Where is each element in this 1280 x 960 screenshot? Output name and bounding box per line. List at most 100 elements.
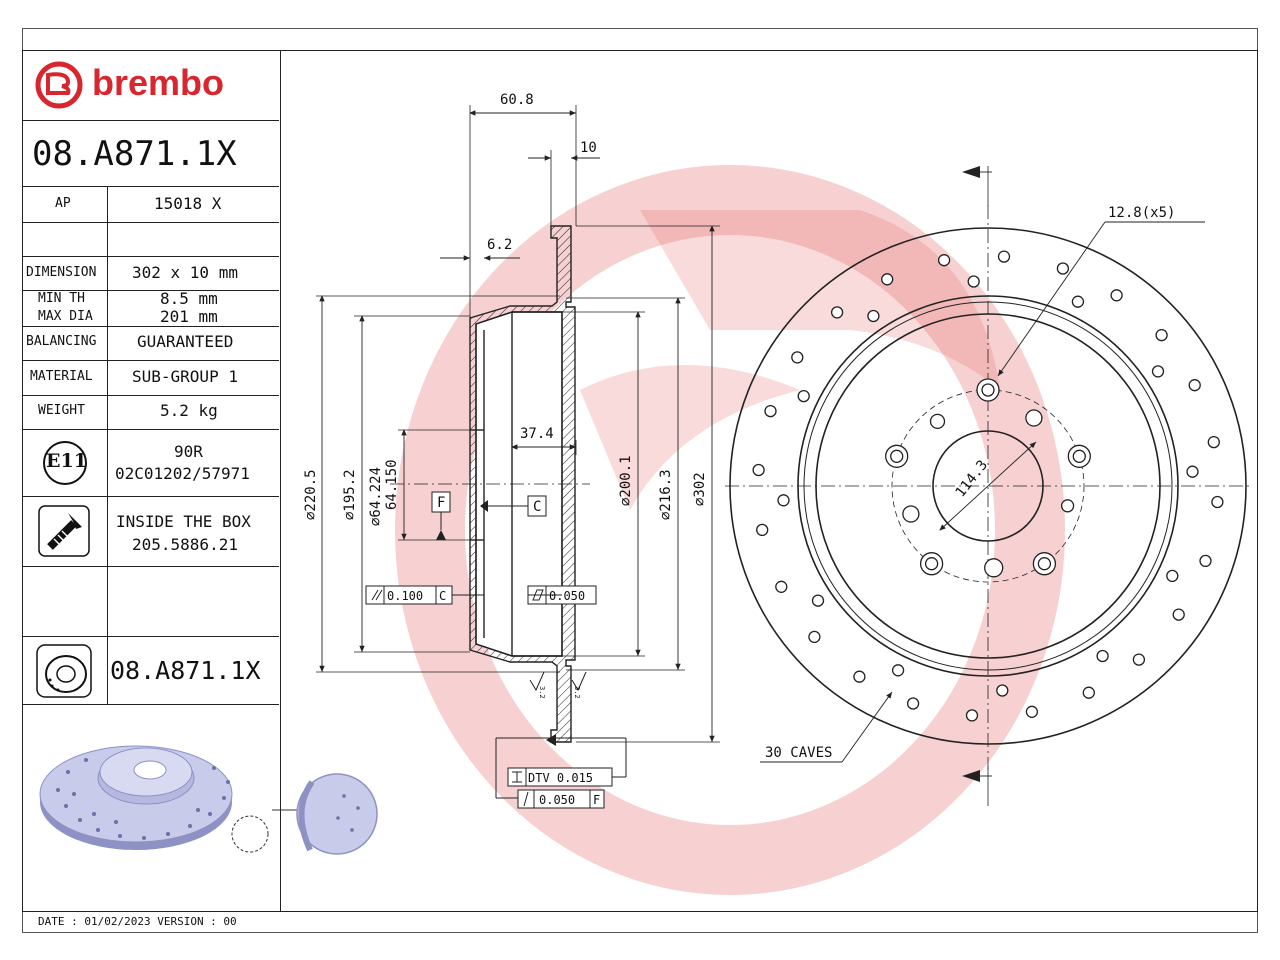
inner-frame (22, 50, 1258, 912)
weight-value: 5.2 kg (160, 401, 218, 420)
screw-icon (38, 505, 90, 557)
weight-label: WEIGHT (38, 403, 85, 418)
tol-parallel-ref: C (439, 589, 446, 603)
part-number-title: 08.A871.1X (32, 134, 237, 174)
disc-render-image (39, 745, 269, 853)
drilled-hole (764, 404, 777, 418)
max-dia-label: MAX DIA (38, 309, 93, 324)
balancing-label: BALANCING (26, 334, 97, 349)
e11-homologation-icon (43, 441, 87, 485)
drilled-hole (1188, 379, 1201, 392)
dim-37-4: 37.4 (520, 426, 554, 442)
hub-holes (885, 378, 1091, 578)
drilled-hole (1071, 295, 1085, 308)
stud-hole-inner (1037, 557, 1052, 571)
drilled-hole (1056, 262, 1070, 275)
dim-10: 10 (580, 140, 597, 156)
drilled-hole (752, 463, 765, 477)
dimension-value: 302 x 10 mm (132, 263, 238, 282)
drilled-hole (965, 709, 979, 722)
balancing-value: GUARANTEED (137, 332, 234, 351)
locating-hole (1025, 409, 1043, 427)
roughness-1: 3.2 (538, 686, 546, 699)
drilled-hole (775, 580, 788, 593)
brake-disc-icon (36, 644, 92, 698)
drilled-hole (937, 254, 951, 267)
dim-64-224: ⌀64.224 (368, 467, 384, 526)
inside-box-line1: INSIDE THE BOX (116, 512, 251, 531)
dim-60-8: 60.8 (500, 92, 534, 108)
drilled-hole (1199, 554, 1212, 568)
dim-302: ⌀302 (692, 472, 708, 506)
detail-zoom-image (272, 773, 378, 855)
locating-hole (984, 558, 1004, 578)
tol-flat-value: 0.050 (549, 589, 585, 603)
drilled-hole (1207, 435, 1220, 449)
drilled-hole (1096, 649, 1109, 663)
max-dia-value: 201 mm (160, 307, 218, 326)
footer-date-version: DATE : 01/02/2023 VERSION : 00 (38, 915, 237, 928)
caves-label: 30 CAVES (765, 745, 832, 761)
drilled-hole (808, 630, 821, 644)
runout-ref: F (593, 793, 600, 807)
homologation-line1: 90R (174, 442, 203, 461)
drilled-hole (1211, 495, 1224, 509)
dim-6-2: 6.2 (487, 237, 512, 253)
drilled-hole (1155, 328, 1168, 342)
drilled-hole (906, 697, 920, 710)
drilled-hole (997, 250, 1011, 263)
dim-195-2: ⌀195.2 (342, 469, 358, 520)
drilled-hole (967, 275, 980, 288)
drilled-hole (830, 306, 844, 319)
stud-hole-inner (924, 557, 939, 571)
dim-200-1: ⌀200.1 (618, 455, 634, 506)
drilled-hole (756, 523, 769, 537)
dtv-label: DTV 0.015 (528, 771, 593, 785)
brand-name: brembo (92, 62, 225, 103)
drilled-hole (1132, 653, 1146, 666)
min-th-value: 8.5 mm (160, 289, 218, 308)
drilled-hole (791, 351, 804, 364)
drilled-hole (797, 389, 810, 403)
drilled-hole (867, 309, 880, 323)
brembo-logo-icon (35, 61, 83, 109)
part-number-repeat: 08.A871.1X (110, 656, 261, 685)
drilled-hole (891, 664, 905, 677)
ap-value: 15018 X (154, 194, 222, 213)
front-view (729, 166, 1247, 806)
roughness-2: 3.2 (573, 686, 581, 699)
locating-hole (1060, 499, 1075, 513)
material-value: SUB-GROUP 1 (132, 367, 238, 386)
pcd-label: 114.3 (953, 457, 992, 500)
runout-value: 0.050 (539, 793, 575, 807)
dim-220-5: ⌀220.5 (303, 469, 319, 520)
dim-64-150: 64.150 (384, 459, 400, 510)
drilled-hole (1166, 569, 1179, 583)
material-label: MATERIAL (30, 369, 93, 384)
dimension-label: DIMENSION (26, 265, 97, 280)
drilled-hole (996, 684, 1009, 697)
drilled-hole (1151, 365, 1165, 378)
tol-parallel-value: 0.100 (387, 589, 423, 603)
homologation-line2: 02C01202/57971 (115, 464, 250, 483)
drilled-hole (811, 594, 825, 607)
datum-f: F (437, 495, 445, 511)
drilled-hole (1186, 465, 1199, 478)
e11-label: E11 (46, 450, 87, 472)
drilled-hole (853, 670, 866, 683)
stud-hole-inner (981, 383, 995, 397)
dim-216-3: ⌀216.3 (658, 469, 674, 520)
drilled-hole (881, 273, 894, 286)
drilled-hole (1110, 289, 1123, 302)
datum-c: C (533, 499, 541, 515)
holes-label: 12.8(x5) (1108, 205, 1175, 221)
inside-box-line2: 205.5886.21 (132, 535, 238, 554)
min-th-label: MIN TH (38, 291, 85, 306)
stud-hole-inner (890, 449, 904, 463)
locating-hole (929, 413, 946, 430)
stud-hole-inner (1072, 449, 1086, 463)
drilled-hole (1082, 686, 1095, 699)
drilled-hole (1025, 705, 1039, 718)
